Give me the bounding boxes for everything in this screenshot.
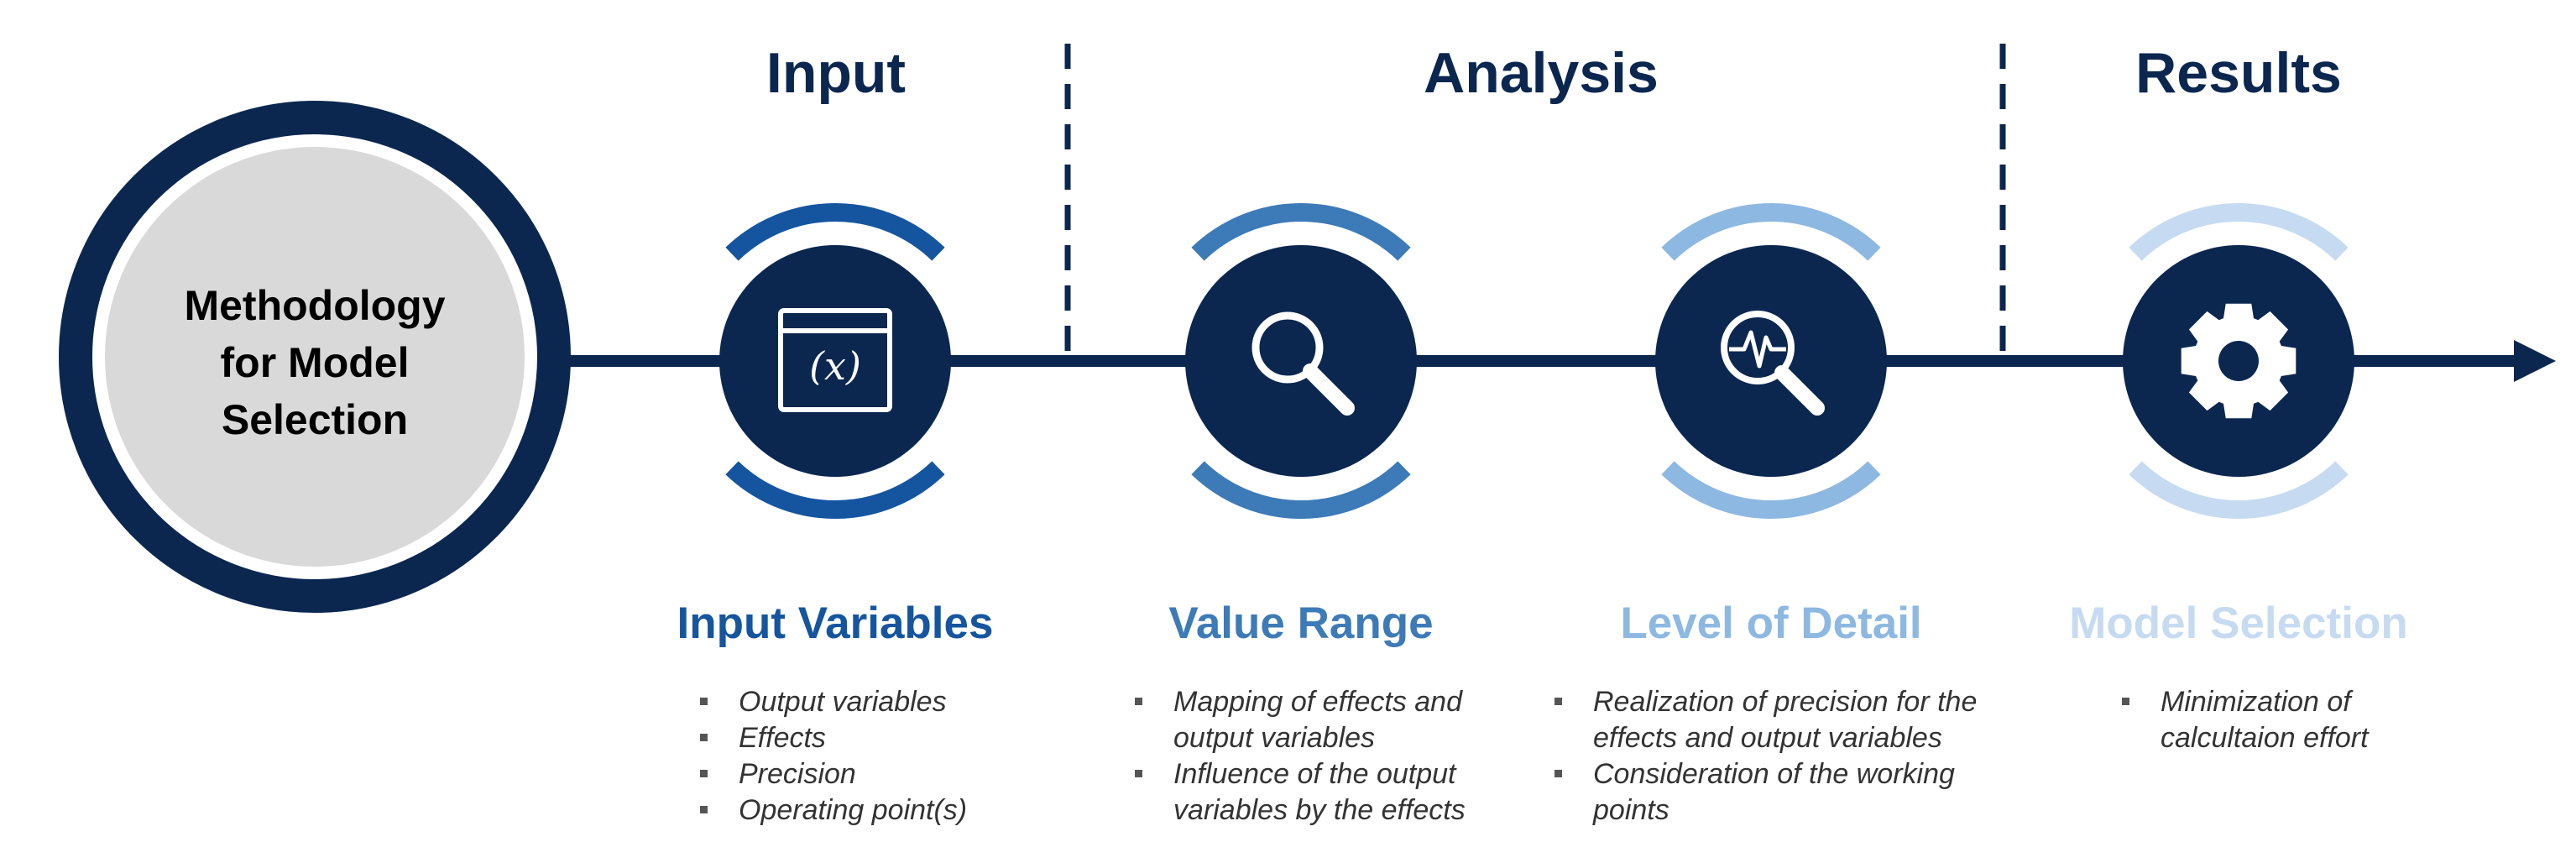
stage-2-node (1185, 203, 1417, 519)
function-window-icon: (x) (778, 308, 892, 412)
stage-1-arc-bottom (725, 461, 945, 519)
timeline-arrowhead (2514, 340, 2556, 382)
phase-heading-results: Results (2135, 41, 2342, 105)
hub-label-line-3: Selection (221, 396, 409, 443)
stage-1-title: Input Variables (677, 599, 994, 648)
list-item: Effects (695, 720, 997, 756)
stage-2-arc-bottom (1191, 461, 1411, 519)
list-item: Realization of precision for the effects… (1549, 684, 2020, 756)
stage-3-disc (1655, 245, 1887, 477)
stage-1-arc-top (725, 203, 945, 261)
list-item: Operating point(s) (695, 792, 997, 829)
stage-4-bullets: Minimization of calcultaion effort (2117, 684, 2402, 756)
stage-3-arc-top (1661, 203, 1881, 261)
hub-label-line-1: Methodology (184, 282, 446, 329)
list-item: Mapping of effects and output variables (1130, 684, 1491, 756)
gear-icon (2181, 303, 2296, 419)
hub-disc (105, 147, 525, 567)
stage-2-arc-top (1191, 203, 1411, 261)
hub-label: Methodology for Model Selection (105, 277, 525, 448)
list-item: Minimization of calcultaion effort (2117, 684, 2402, 756)
stage-2-disc (1185, 245, 1417, 477)
stage-1-node: (x) (719, 203, 951, 519)
list-item: Precision (695, 756, 997, 792)
hub-label-line-2: for Model (220, 339, 410, 386)
list-item: Output variables (695, 684, 997, 720)
list-item: Influence of the output variables by the… (1130, 756, 1491, 829)
phase-heading-input: Input (765, 41, 907, 105)
stage-4-title: Model Selection (2069, 599, 2408, 648)
stage-2-title: Value Range (1168, 599, 1434, 648)
stage-4-arc-bottom (2129, 461, 2349, 519)
stage-2-bullets: Mapping of effects and output variables … (1130, 684, 1491, 829)
stage-4-arc-top (2129, 203, 2349, 261)
stage-4-node (2123, 203, 2354, 519)
stage-3-title: Level of Detail (1620, 599, 1922, 648)
stage-3-arc-bottom (1661, 461, 1881, 519)
signal-magnifier-icon (1721, 311, 1825, 416)
stage-3-node (1655, 203, 1887, 519)
stage-1-disc (719, 245, 951, 477)
stage-3-bullets: Realization of precision for the effects… (1549, 684, 2020, 829)
magnifier-icon (1251, 311, 1355, 416)
phase-heading-analysis: Analysis (1424, 41, 1659, 105)
svg-text:(x): (x) (809, 343, 861, 389)
list-item: Consideration of the working points (1549, 756, 2020, 829)
stage-1-bullets: Output variables Effects Precision Opera… (695, 684, 997, 829)
